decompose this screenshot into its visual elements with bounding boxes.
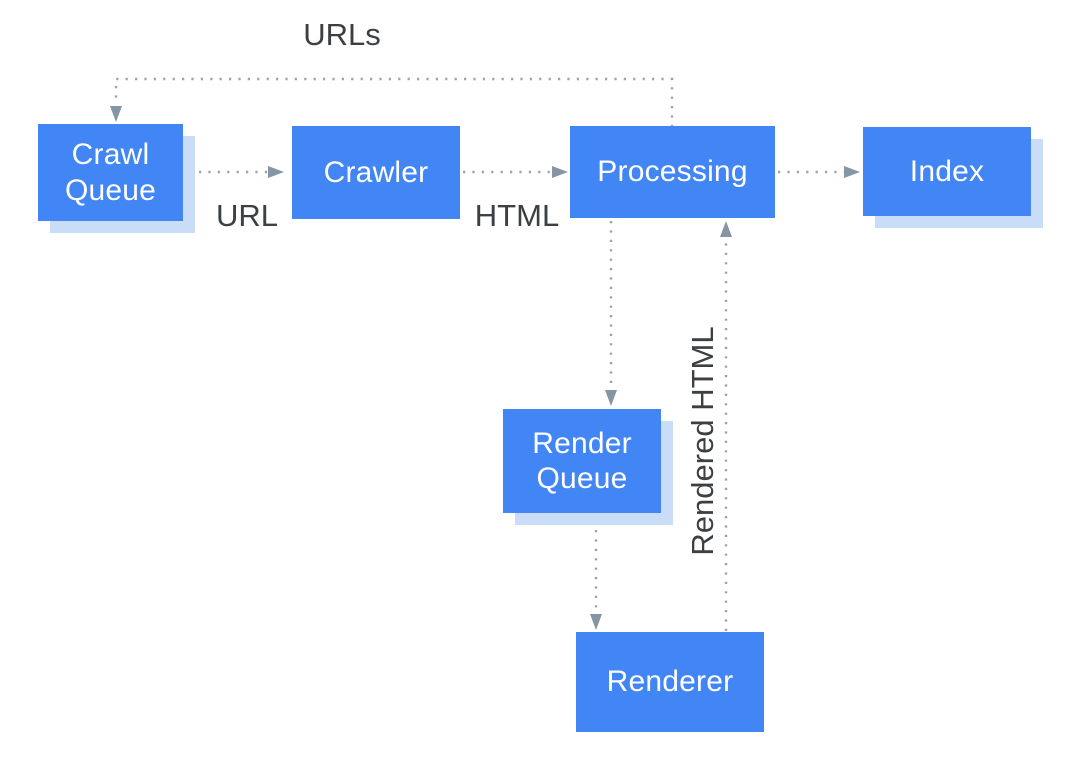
edge-label-url: URL: [215, 198, 278, 233]
arrowhead-right-icon: [552, 166, 568, 178]
edge-processing-to-index: [778, 166, 860, 178]
node-crawler: Crawler: [292, 126, 460, 219]
edge-processing-to-crawl-queue: [110, 77, 674, 127]
edge-label-html: HTML: [474, 198, 560, 233]
node-processing: Processing: [570, 126, 775, 218]
edge-render-queue-to-renderer: [590, 530, 602, 630]
arrowhead-down-icon: [590, 614, 602, 630]
edge-label-urls: URLs: [303, 17, 381, 52]
node-index: Index: [863, 127, 1031, 216]
node-render-queue: Render Queue: [503, 409, 661, 513]
arrowhead-right-icon: [844, 166, 860, 178]
arrowhead-down-icon: [110, 106, 122, 122]
node-renderer: Renderer: [576, 632, 764, 732]
arrowhead-down-icon: [605, 390, 617, 406]
node-crawl-queue: Crawl Queue: [38, 124, 183, 221]
edge-label-rendered-html: Rendered HTML: [685, 326, 720, 556]
edge-crawl-queue-to-crawler: [199, 166, 284, 178]
arrowhead-right-icon: [268, 166, 284, 178]
edge-crawler-to-processing: [463, 166, 568, 178]
edge-renderer-to-processing: [720, 221, 732, 631]
edge-processing-to-render-queue: [605, 221, 617, 406]
arrowhead-up-icon: [720, 221, 732, 237]
